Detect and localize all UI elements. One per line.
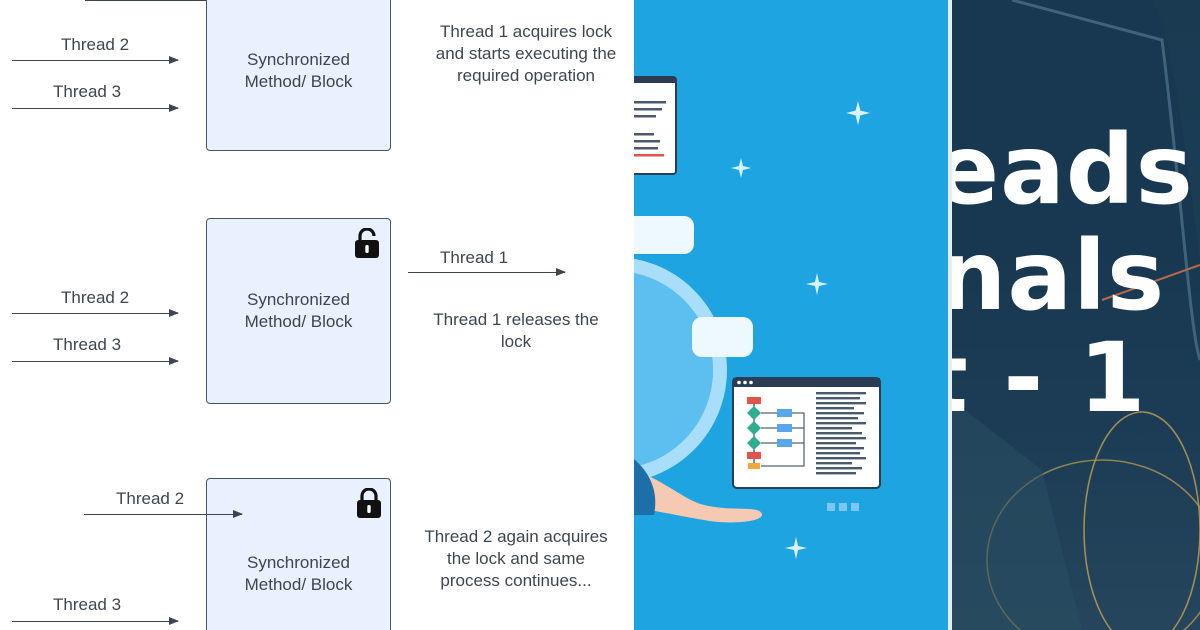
step-description: Thread 1 releases the lock [433,310,599,351]
synchronized-block-label: Synchronized Method/ Block [244,553,353,594]
synchronized-block-label: Synchronized Method/ Block [244,49,353,91]
laptop-background-graphic [952,0,1200,630]
synchronized-block: Synchronized Method/ Block [206,0,391,151]
thread-arrow [12,104,179,112]
thread-label: Thread 3 [53,82,122,101]
thread-label: Thread 2 [61,35,130,54]
title-panel: eads nals t - 1 [952,0,1200,630]
developer-illustration [634,76,881,559]
outgoing-thread-label: Thread 1 [440,248,509,267]
thread-arrow [12,56,179,64]
illustration-panel [634,0,948,630]
thread-label: Thread 2 [116,489,185,508]
title-line: nals [952,220,1166,332]
thread-arrow [12,309,179,317]
title-line: eads [952,114,1194,226]
panel-divider [948,0,952,630]
thread-label: Thread 2 [61,288,130,307]
thread-arrow [12,357,179,365]
title-line: t - 1 [952,322,1147,434]
thread-label: Thread 3 [53,595,122,614]
thread-arrow [12,617,179,625]
synchronized-block-label: Synchronized Method/ Block [244,290,353,331]
step-description: Thread 2 again acquires the lock and sam… [424,527,608,590]
unlocked-padlock-icon [355,228,379,258]
step-description: Thread 1 acquires lock and starts execut… [435,22,617,85]
outgoing-thread-arrow [408,268,566,276]
locked-padlock-icon [357,488,381,518]
thread-arrow [84,510,243,518]
synchronization-diagram: Synchronized Method/ Block Thread 2 Thre… [12,0,617,630]
thread-label: Thread 3 [53,335,122,354]
synchronized-block: Synchronized Method/ Block [206,218,391,404]
